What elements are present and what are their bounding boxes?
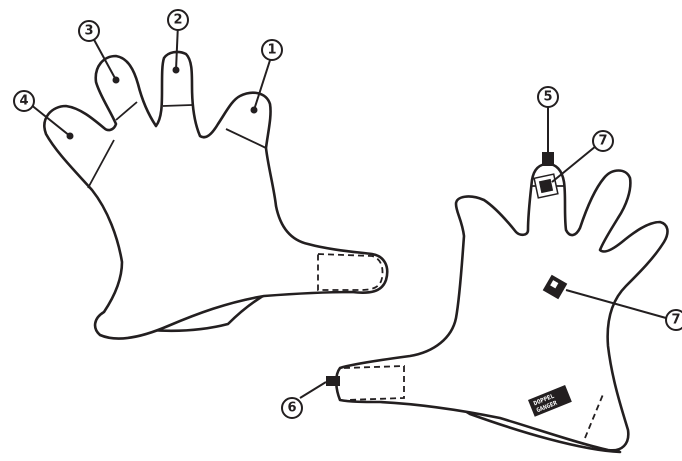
callout-6-label: 6 xyxy=(287,401,296,416)
callout-7a-circle xyxy=(592,130,614,152)
left-glove-seam-finger1 xyxy=(225,128,267,149)
callout-7b-label: 7 xyxy=(671,313,680,328)
sensor-chip-detail xyxy=(550,280,559,289)
left-glove-seam-finger3 xyxy=(115,101,138,121)
sensor-chip xyxy=(538,178,554,194)
left-glove-outline xyxy=(43,50,389,340)
component-6-connector xyxy=(326,376,340,386)
callout-5-circle xyxy=(537,86,559,108)
callout-1-anchor xyxy=(250,106,258,114)
callout-1-circle xyxy=(261,39,283,61)
callout-7a-leader xyxy=(551,145,597,183)
callout-7a-label: 7 xyxy=(598,134,607,149)
callout-1-label: 1 xyxy=(267,43,276,58)
callout-4-circle xyxy=(13,90,35,112)
connector-block xyxy=(326,376,340,386)
brand-tag: DOPPEL GANGER xyxy=(528,385,572,417)
callout-3-label: 3 xyxy=(84,24,93,39)
callout-6-leader xyxy=(299,381,327,399)
callout-2-anchor xyxy=(172,66,180,74)
callout-4-leader xyxy=(29,103,71,137)
left-glove-seam-finger4 xyxy=(87,139,115,189)
left-glove-seam-finger2 xyxy=(162,104,193,107)
left-glove xyxy=(43,50,389,340)
left-glove-thumb-stitching xyxy=(317,253,384,291)
callout-7b-circle xyxy=(665,309,682,331)
callout-6-circle xyxy=(281,397,303,419)
callout-4-anchor xyxy=(66,132,74,140)
callout-1-leader xyxy=(253,53,273,111)
callout-2-circle xyxy=(167,9,189,31)
component-7-sensor-hand xyxy=(542,274,568,300)
component-5-connector xyxy=(542,152,554,166)
right-glove-outline xyxy=(334,162,669,452)
right-glove-thumb-stitching xyxy=(343,365,405,401)
callout-4-label: 4 xyxy=(19,94,28,109)
component-7-sensor-finger xyxy=(533,173,559,199)
right-glove-side-seam xyxy=(584,391,605,439)
callout-2-label: 2 xyxy=(173,13,182,28)
connector-block xyxy=(542,152,554,166)
callout-3-anchor xyxy=(112,76,120,84)
callout-5-label: 5 xyxy=(543,90,552,105)
callout-2-leader xyxy=(175,23,179,71)
callout-3-leader xyxy=(91,35,117,81)
callout-3-circle xyxy=(78,20,100,42)
brand-tag-background xyxy=(528,385,572,417)
callout-7b-leader xyxy=(565,289,667,319)
right-glove: DOPPEL GANGER xyxy=(334,162,669,454)
